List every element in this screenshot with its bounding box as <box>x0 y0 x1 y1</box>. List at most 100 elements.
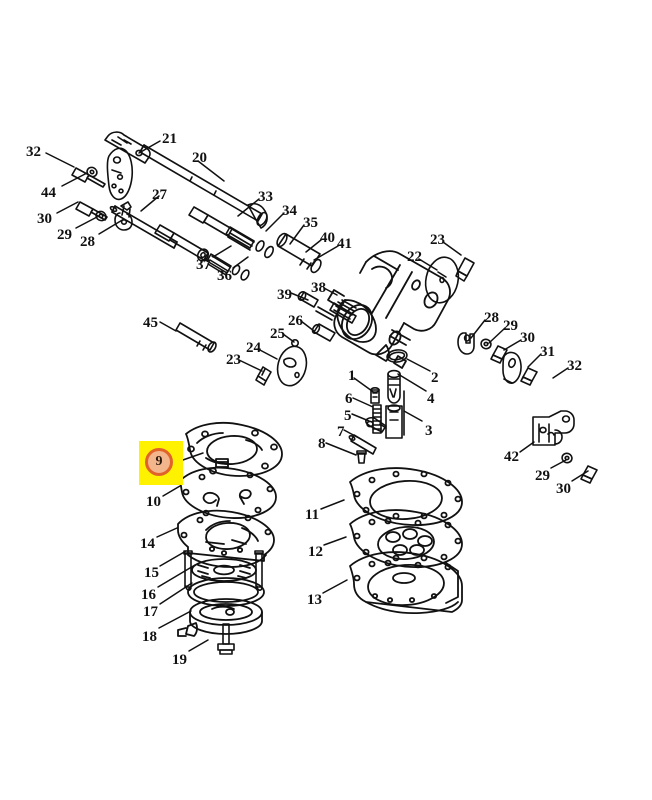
callout-number-3[interactable]: 3 <box>425 423 433 439</box>
part-29-washer-bottom-right <box>561 452 573 464</box>
part-16-pump-diaphragm <box>191 558 257 582</box>
callout-number-35[interactable]: 35 <box>303 215 318 231</box>
leader-line-13 <box>322 579 348 594</box>
callout-number-1[interactable]: 1 <box>348 368 356 384</box>
carburetor-body <box>327 250 451 369</box>
leader-line-11 <box>320 499 345 510</box>
leader-line-9 <box>179 452 204 462</box>
part-18-pump-cover <box>177 598 263 637</box>
leader-line-28 <box>98 218 125 235</box>
leader-line-42 <box>519 441 535 453</box>
part-32-screw-right <box>520 367 538 386</box>
leader-line-22 <box>418 258 438 271</box>
callout-number-10[interactable]: 10 <box>146 494 161 510</box>
callout-number-7[interactable]: 7 <box>337 424 345 440</box>
callout-number-5[interactable]: 5 <box>344 408 352 424</box>
leader-line-45 <box>159 321 177 332</box>
callout-number-18[interactable]: 18 <box>142 629 157 645</box>
callout-number-28[interactable]: 28 <box>484 310 499 326</box>
callout-number-26[interactable]: 26 <box>288 313 303 329</box>
callout-number-12[interactable]: 12 <box>308 544 323 560</box>
leader-line-1 <box>353 377 373 392</box>
callout-number-25[interactable]: 25 <box>270 326 285 342</box>
leader-line-37 <box>212 245 232 258</box>
part-34-spring <box>225 226 255 251</box>
part-1-sleeve <box>370 386 380 404</box>
leader-line-18 <box>158 610 192 629</box>
callout-number-29[interactable]: 29 <box>535 468 550 484</box>
callout-number-37[interactable]: 37 <box>196 257 211 273</box>
part-13-metering-cover <box>349 551 463 615</box>
callout-number-36[interactable]: 36 <box>217 268 232 284</box>
callout-number-17[interactable]: 17 <box>143 604 158 620</box>
callout-number-40[interactable]: 40 <box>320 230 335 246</box>
part-23-screw-top <box>455 257 475 282</box>
leader-line-40 <box>305 239 322 253</box>
callout-number-13[interactable]: 13 <box>307 592 322 608</box>
highlight-number-9[interactable]: 9 <box>155 454 163 469</box>
callout-number-14[interactable]: 14 <box>140 536 155 552</box>
part-11-gasket-ring <box>349 467 463 527</box>
part-22-disc <box>424 256 460 304</box>
callout-number-32[interactable]: 32 <box>26 144 41 160</box>
callout-number-31[interactable]: 31 <box>540 344 555 360</box>
callout-number-28[interactable]: 28 <box>80 234 95 250</box>
leader-line-27 <box>140 195 160 212</box>
part-24-choke-plate <box>276 345 308 387</box>
callout-number-39[interactable]: 39 <box>277 287 292 303</box>
leader-line-15 <box>159 550 187 567</box>
leader-line-21 <box>138 140 161 154</box>
callout-number-19[interactable]: 19 <box>172 652 187 668</box>
callout-number-29[interactable]: 29 <box>57 227 72 243</box>
part-19-screw <box>217 623 235 655</box>
leader-line-16 <box>157 564 196 588</box>
callout-number-8[interactable]: 8 <box>318 436 326 452</box>
callout-number-30[interactable]: 30 <box>556 481 571 497</box>
callout-number-33[interactable]: 33 <box>258 189 273 205</box>
leader-line-30 <box>503 339 522 351</box>
callout-number-4[interactable]: 4 <box>427 391 435 407</box>
part-29-washer-right <box>480 338 492 350</box>
callout-number-42[interactable]: 42 <box>504 449 519 465</box>
part-9-cover-plate <box>185 421 283 477</box>
leader-line-39 <box>290 292 309 301</box>
callout-number-27[interactable]: 27 <box>152 187 167 203</box>
part-30-screw-right <box>490 345 508 364</box>
leader-line-30 <box>571 470 589 482</box>
callout-number-16[interactable]: 16 <box>141 587 156 603</box>
part-42-bracket <box>532 410 575 446</box>
callout-number-44[interactable]: 44 <box>41 185 56 201</box>
callout-number-38[interactable]: 38 <box>311 280 326 296</box>
part-2-oring <box>386 349 408 363</box>
callout-number-23[interactable]: 23 <box>430 232 445 248</box>
callout-number-11[interactable]: 11 <box>305 507 320 523</box>
part-10-gasket <box>179 466 277 519</box>
leader-line-12 <box>323 536 347 546</box>
callout-number-41[interactable]: 41 <box>337 236 352 252</box>
callout-number-6[interactable]: 6 <box>345 391 353 407</box>
callout-number-30[interactable]: 30 <box>520 330 535 346</box>
callout-number-15[interactable]: 15 <box>144 565 159 581</box>
callout-number-29[interactable]: 29 <box>503 318 518 334</box>
callout-number-24[interactable]: 24 <box>246 340 261 356</box>
callout-number-45[interactable]: 45 <box>143 315 158 331</box>
leader-line-28 <box>470 319 486 339</box>
leader-line-38 <box>323 287 338 296</box>
callout-number-21[interactable]: 21 <box>162 131 177 147</box>
leader-line-8 <box>325 442 357 456</box>
callout-number-30[interactable]: 30 <box>37 211 52 227</box>
leader-line-20 <box>197 160 225 182</box>
callout-number-2[interactable]: 2 <box>431 370 439 386</box>
leader-line-23 <box>238 359 263 372</box>
leader-line-10 <box>162 485 181 497</box>
leader-line-32 <box>45 152 75 168</box>
callout-number-23[interactable]: 23 <box>226 352 241 368</box>
callout-number-22[interactable]: 22 <box>407 249 422 265</box>
callout-number-34[interactable]: 34 <box>282 203 297 219</box>
part-17-gasket-ring <box>187 577 265 607</box>
part-44-washer <box>86 166 98 178</box>
leader-line-19 <box>188 639 209 652</box>
callout-number-32[interactable]: 32 <box>567 358 582 374</box>
callout-number-20[interactable]: 20 <box>192 150 207 166</box>
